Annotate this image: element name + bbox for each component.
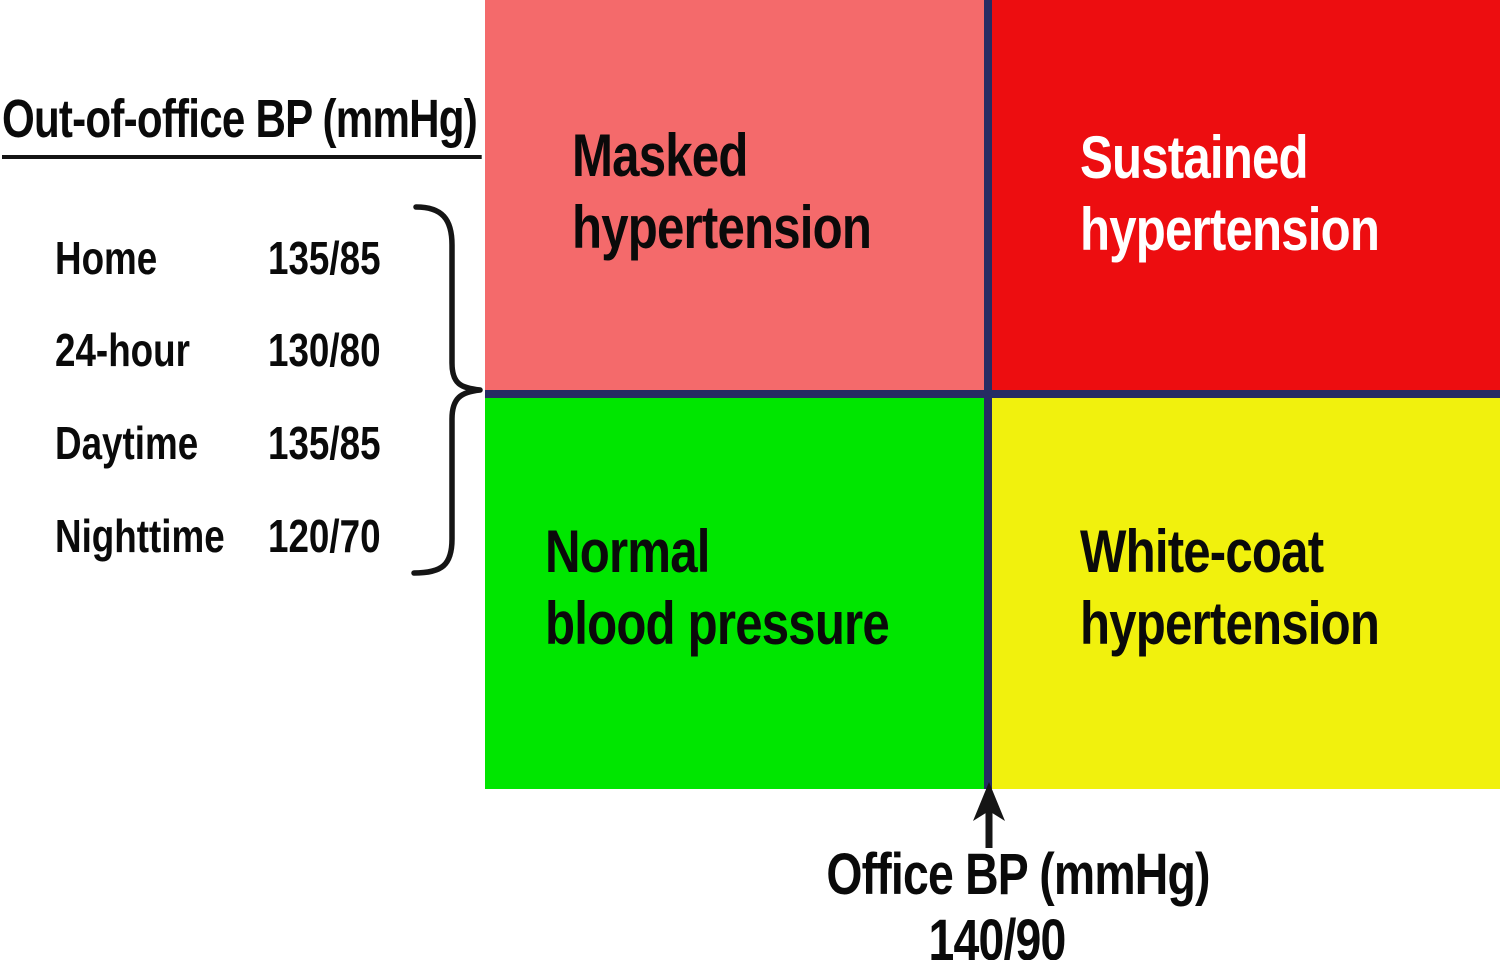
quadrant-sustained-label-line1: Sustained: [1080, 124, 1309, 191]
office-bp-axis-label: Office BP (mmHg): [826, 842, 1210, 907]
quadrant-sustained-label: Sustained hypertension: [1080, 122, 1380, 266]
quadrant-normal-label-line2: blood pressure: [545, 590, 890, 657]
bp-row-home-label: Home: [55, 232, 158, 284]
bp-row-24-hour-value: 130/80: [268, 324, 381, 376]
quadrant-normal-blood-pressure: Normal blood pressure: [485, 398, 984, 789]
bp-row-home-value: 135/85: [268, 232, 381, 284]
threshold-divider-horizontal: [485, 390, 1500, 398]
quadrant-sustained-label-line2: hypertension: [1080, 196, 1380, 263]
bp-row-nighttime: Nighttime 120/70: [0, 510, 480, 562]
quadrant-masked-hypertension: Masked hypertension: [485, 0, 984, 390]
office-bp-threshold-value: 140/90: [928, 908, 1066, 960]
quadrant-normal-label-line1: Normal: [545, 518, 710, 585]
bp-row-24-hour-label: 24-hour: [55, 324, 190, 376]
quadrant-masked-label-line2: hypertension: [572, 194, 872, 261]
bp-row-daytime: Daytime 135/85: [0, 417, 480, 469]
bp-row-nighttime-label: Nighttime: [55, 510, 225, 562]
office-bp-threshold-arrow: [973, 782, 1005, 848]
bp-row-home: Home 135/85: [0, 232, 480, 284]
bp-row-nighttime-value: 120/70: [268, 510, 381, 562]
bp-row-daytime-label: Daytime: [55, 417, 199, 469]
out-of-office-range-brace: [411, 204, 483, 576]
quadrant-white-coat-label-line1: White-coat: [1080, 518, 1324, 585]
out-of-office-title: Out-of-office BP (mmHg): [2, 92, 482, 159]
quadrant-white-coat-hypertension: White-coat hypertension: [992, 398, 1500, 789]
quadrant-masked-label: Masked hypertension: [572, 120, 872, 264]
bp-row-24-hour: 24-hour 130/80: [0, 324, 480, 376]
bp-row-daytime-value: 135/85: [268, 417, 381, 469]
quadrant-sustained-hypertension: Sustained hypertension: [992, 0, 1500, 390]
quadrant-white-coat-label: White-coat hypertension: [1080, 516, 1380, 660]
quadrant-normal-label: Normal blood pressure: [545, 516, 890, 660]
quadrant-masked-label-line1: Masked: [572, 122, 748, 189]
quadrant-white-coat-label-line2: hypertension: [1080, 590, 1380, 657]
